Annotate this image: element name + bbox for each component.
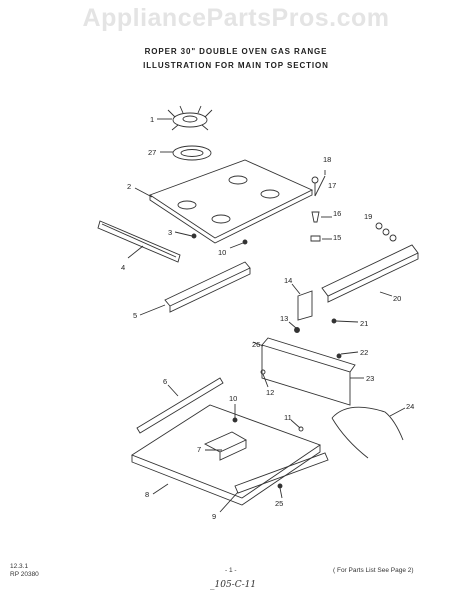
callout-12: 12 xyxy=(266,388,274,397)
part-7-bracket xyxy=(205,404,238,451)
part-20-rail xyxy=(321,244,419,303)
callout-16: 16 xyxy=(333,209,341,218)
footer-page-number: - 1 - xyxy=(225,567,237,574)
parts-15-18-hardware xyxy=(310,170,332,242)
callout-4: 4 xyxy=(121,263,125,272)
footer-code-2: RP 20380 xyxy=(10,571,39,578)
part-23-manifold-bracket xyxy=(252,337,364,406)
diagram-title: ROPER 30" DOUBLE OVEN GAS RANGE xyxy=(144,47,328,56)
part-19-knobs xyxy=(375,222,397,242)
handwritten-reference: _105-C-11 xyxy=(210,580,257,590)
callout-1: 1 xyxy=(150,115,154,124)
part-11-screw xyxy=(290,419,304,432)
callout-20: 20 xyxy=(393,294,401,303)
footer-code-1: 12.3.1 xyxy=(10,563,29,570)
callout-21: 21 xyxy=(360,319,368,328)
callout-3: 3 xyxy=(168,228,172,237)
callout-18: 18 xyxy=(323,155,331,164)
part-9-front-trim xyxy=(219,452,329,513)
callout-10-lower: 10 xyxy=(229,394,237,403)
callout-15: 15 xyxy=(333,233,341,242)
callout-10-upper: 10 xyxy=(218,248,226,257)
part-13-nut xyxy=(288,321,300,333)
callout-22: 22 xyxy=(360,348,368,357)
footer-parts-list-note: ( For Parts List See Page 2) xyxy=(333,567,414,574)
callout-17: 17 xyxy=(328,181,336,190)
callout-11: 11 xyxy=(284,413,292,422)
callout-2: 2 xyxy=(127,182,131,191)
callout-23: 23 xyxy=(366,374,374,383)
watermark-logo: AppliancePartsPros.com xyxy=(82,4,390,32)
part-2-main-top xyxy=(134,159,314,244)
callout-9: 9 xyxy=(212,512,216,521)
part-5-bracket xyxy=(139,261,251,316)
part-4-side-trim xyxy=(97,220,181,263)
part-21-screw xyxy=(331,318,359,324)
callout-6: 6 xyxy=(163,377,167,386)
part-10-screw xyxy=(229,239,248,249)
part-1-burner-grate xyxy=(157,105,213,131)
callout-27: 27 xyxy=(148,148,156,157)
part-8-burner-box xyxy=(131,404,321,506)
callout-7: 7 xyxy=(197,445,201,454)
part-12-screw xyxy=(260,369,269,388)
callout-24: 24 xyxy=(406,402,414,411)
diagram-subtitle: ILLUSTRATION FOR MAIN TOP SECTION xyxy=(143,61,329,70)
callout-26: 26 xyxy=(252,340,260,349)
part-3-screw xyxy=(174,231,197,239)
part-22-screw xyxy=(336,351,359,359)
callout-8: 8 xyxy=(145,490,149,499)
callout-14: 14 xyxy=(284,276,292,285)
callout-19: 19 xyxy=(364,212,372,221)
part-27-burner-ring xyxy=(160,145,212,161)
callout-5: 5 xyxy=(133,311,137,320)
part-24-wire-rod xyxy=(331,406,406,459)
callout-25: 25 xyxy=(275,499,283,508)
part-6-trim xyxy=(136,377,224,434)
part-14-valve xyxy=(291,283,313,321)
callout-13: 13 xyxy=(280,314,288,323)
